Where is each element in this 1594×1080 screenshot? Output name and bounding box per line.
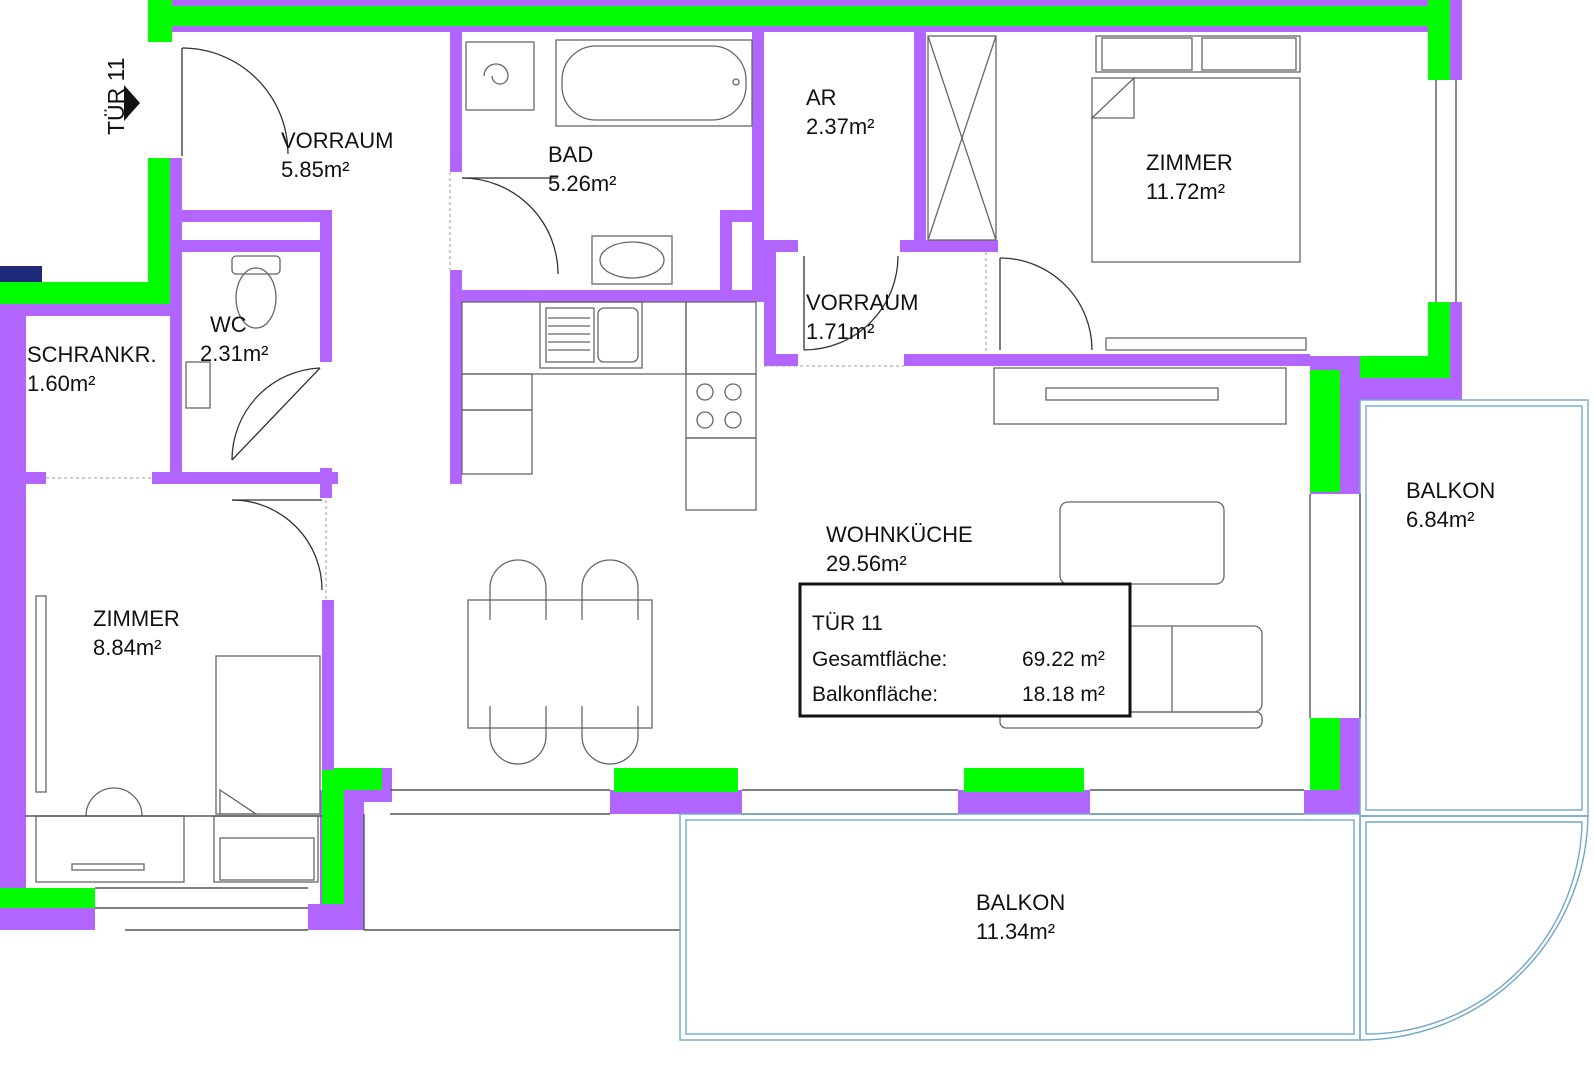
room-area: 5.26m² <box>548 171 616 196</box>
room-zimmer-right: ZIMMER 11.72m² <box>1146 150 1233 204</box>
room-bad: BAD 5.26m² <box>548 142 616 196</box>
room-wc: WC 2.31m² <box>200 312 268 366</box>
interior-walls <box>0 32 1310 888</box>
room-balkon-main: BALKON 11.34m² <box>976 890 1065 944</box>
room-name: ZIMMER <box>1146 150 1233 175</box>
windows-and-balconies <box>25 80 1589 1041</box>
room-zimmer-left: ZIMMER 8.84m² <box>93 606 180 660</box>
room-area: 1.71m² <box>806 319 874 344</box>
room-labels: VORRAUM 5.85m² BAD 5.26m² AR 2.37m² ZIMM… <box>27 85 1495 944</box>
room-name: BALKON <box>976 890 1065 915</box>
summary-balcony-value: 18.18 m² <box>1022 683 1105 706</box>
room-area: 11.34m² <box>976 919 1055 944</box>
room-name: SCHRANKR. <box>27 342 157 367</box>
room-name: AR <box>806 85 837 110</box>
room-wohnkueche: WOHNKÜCHE 29.56m² <box>826 522 973 576</box>
room-area: 29.56m² <box>826 551 907 576</box>
room-name: BAD <box>548 142 593 167</box>
room-vorraum-main: VORRAUM 5.85m² <box>281 128 393 182</box>
room-name: BALKON <box>1406 478 1495 503</box>
room-vorraum-small: VORRAUM 1.71m² <box>806 290 918 344</box>
room-name: WOHNKÜCHE <box>826 522 973 547</box>
room-area: 6.84m² <box>1406 507 1474 532</box>
room-area: 11.72m² <box>1146 179 1225 204</box>
fixtures <box>35 35 1307 883</box>
stair-marker <box>0 266 42 282</box>
summary-balcony-label: Balkonfläche: <box>812 683 938 706</box>
room-name: WC <box>210 312 247 337</box>
room-area: 8.84m² <box>93 635 161 660</box>
room-balkon-right: BALKON 6.84m² <box>1406 478 1495 532</box>
room-name: VORRAUM <box>281 128 393 153</box>
room-area: 2.37m² <box>806 114 874 139</box>
area-summary-box: TÜR 11 Gesamtfläche: 69.22 m² Balkonfläc… <box>798 582 1132 718</box>
room-area: 1.60m² <box>27 371 95 396</box>
exterior-walls <box>0 0 1462 930</box>
entrance-arrow-icon <box>124 85 140 121</box>
room-area: 5.85m² <box>281 157 349 182</box>
summary-total-label: Gesamtfläche: <box>812 648 947 671</box>
entrance-label: TÜR 11 <box>103 57 140 135</box>
room-schrankraum: SCHRANKR. 1.60m² <box>27 342 157 396</box>
doors <box>46 47 1093 600</box>
room-name: ZIMMER <box>93 606 180 631</box>
summary-total-value: 69.22 m² <box>1022 648 1105 671</box>
room-ar: AR 2.37m² <box>806 85 874 139</box>
room-area: 2.31m² <box>200 341 268 366</box>
room-name: VORRAUM <box>806 290 918 315</box>
summary-title: TÜR 11 <box>812 612 883 635</box>
